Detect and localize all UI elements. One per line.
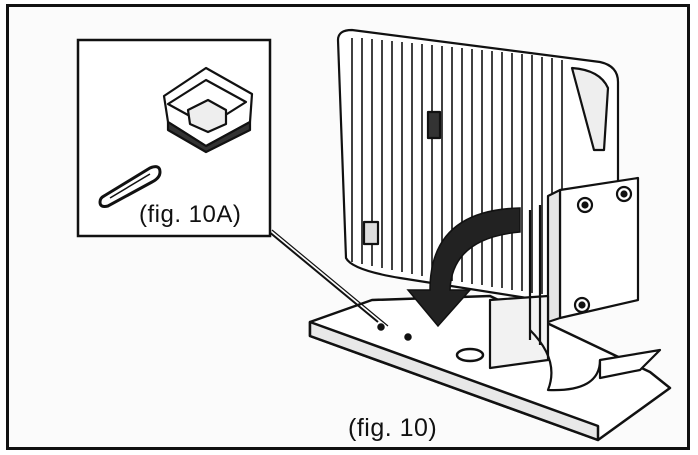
inset-caption: (fig. 10A): [139, 201, 242, 228]
control-box: [488, 176, 662, 392]
inset-leader-line: [261, 225, 379, 323]
mounting-clip-icon: [162, 66, 254, 154]
figure-caption: (fig. 10): [348, 414, 438, 442]
install-direction-arrow-icon: [406, 207, 521, 328]
retaining-pin-icon: [98, 165, 162, 208]
inset-leader-line-2: [271, 229, 389, 327]
